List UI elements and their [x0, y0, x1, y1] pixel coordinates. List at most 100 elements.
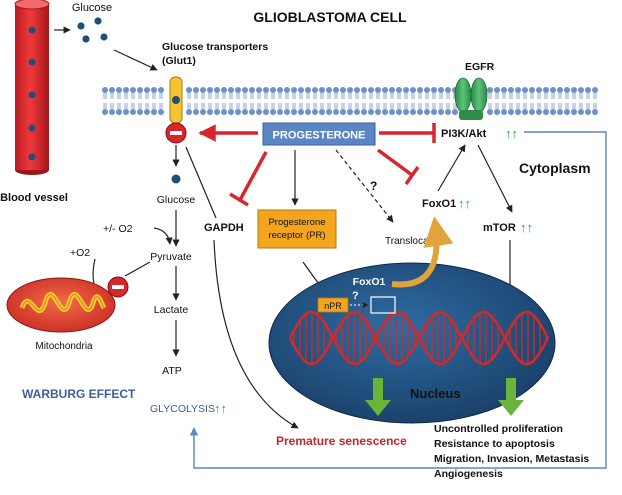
- lipid-head: [550, 87, 556, 93]
- lipid-head: [312, 87, 318, 93]
- lipid-head: [515, 87, 521, 93]
- lipid-head: [263, 109, 269, 115]
- lipid-head: [361, 87, 367, 93]
- lipid-head: [340, 87, 346, 93]
- lipid-head: [284, 109, 290, 115]
- lipid-head: [424, 109, 430, 115]
- progesterone-label: PROGESTERONE: [273, 130, 366, 142]
- lipid-head: [221, 87, 227, 93]
- foxo1-to-pi3k-arrow: [437, 144, 466, 192]
- lipid-head: [438, 87, 444, 93]
- egfr-label: EGFR: [465, 61, 495, 73]
- lipid-head: [214, 109, 220, 115]
- lipid-head: [144, 109, 150, 115]
- lipid-head: [543, 87, 549, 93]
- lipid-head: [207, 87, 213, 93]
- lipid-head: [389, 109, 395, 115]
- lipid-head: [158, 109, 164, 115]
- lipid-head: [494, 87, 500, 93]
- lipid-head: [347, 87, 353, 93]
- lipid-head: [242, 109, 248, 115]
- lipid-head: [515, 109, 521, 115]
- foxo1-inhibition-bar: [404, 165, 420, 186]
- gapdh-label: GAPDH: [204, 222, 244, 234]
- lipid-head: [396, 109, 402, 115]
- lipid-head: [249, 109, 255, 115]
- lipid-head: [417, 109, 423, 115]
- lipid-head: [123, 109, 129, 115]
- lipid-head: [235, 109, 241, 115]
- feedback-loop-arrow: [189, 131, 607, 469]
- lipid-head: [186, 109, 192, 115]
- lipid-head: [193, 109, 199, 115]
- lipid-head: [116, 87, 122, 93]
- foxo1-export-arrow: [391, 216, 454, 288]
- lipid-head: [130, 109, 136, 115]
- lipid-head: [298, 109, 304, 115]
- lipid-head: [186, 87, 192, 93]
- premature-senescence-label: Premature senescence: [276, 434, 407, 448]
- mito-inhibition-icon: [107, 276, 129, 298]
- lipid-head: [417, 87, 423, 93]
- lipid-head: [151, 87, 157, 93]
- translocation-arrow: [335, 149, 394, 223]
- pyruvate-label: Pyruvate: [150, 251, 192, 263]
- lipid-head: [333, 87, 339, 93]
- lipid-head: [109, 87, 115, 93]
- warburg-effect-label: WARBURG EFFECT: [22, 387, 136, 401]
- lipid-head: [214, 87, 220, 93]
- pi3k-up-arrows: ↑↑: [505, 126, 518, 141]
- glycolysis-label: GLYCOLYSIS: [150, 403, 215, 415]
- lipid-head: [501, 87, 507, 93]
- lipid-head: [298, 87, 304, 93]
- lipid-head: [305, 109, 311, 115]
- lipid-head: [445, 109, 451, 115]
- lipid-head: [368, 109, 374, 115]
- lipid-head: [403, 87, 409, 93]
- glut1-label: (Glut1): [162, 55, 196, 67]
- lipid-head: [368, 87, 374, 93]
- outcome-item: Angiogenesis: [434, 468, 503, 480]
- lipid-head: [522, 109, 528, 115]
- lipid-head: [200, 109, 206, 115]
- pyruvate-to-mito-line: [124, 261, 151, 277]
- o2-plus-label: +O2: [70, 247, 90, 259]
- lipid-head: [305, 87, 311, 93]
- lipid-head: [137, 87, 143, 93]
- glut-inhibition-icon: [165, 122, 187, 144]
- glycolysis-up-arrows: ↑↑: [214, 401, 227, 416]
- outcome-item: Resistance to apoptosis: [434, 438, 555, 450]
- lipid-head: [235, 87, 241, 93]
- lipid-head: [438, 109, 444, 115]
- lipid-head: [116, 109, 122, 115]
- lipid-head: [382, 109, 388, 115]
- dna-binding-site: [370, 296, 396, 314]
- lipid-head: [410, 87, 416, 93]
- lipid-head: [207, 109, 213, 115]
- question-mark-1: ?: [370, 179, 377, 193]
- lipid-head: [564, 87, 570, 93]
- o2-curve-arrow: [153, 227, 173, 245]
- glucose-molecule-mid: [171, 174, 181, 184]
- nucleus-output-arrow-right: [498, 378, 524, 416]
- lipid-head: [221, 109, 227, 115]
- lipid-head: [312, 109, 318, 115]
- egfr-receptor: [454, 77, 488, 120]
- nucleus-label: Nucleus: [410, 386, 461, 401]
- lipid-head: [102, 87, 108, 93]
- lipid-head: [256, 87, 262, 93]
- foxo1-cyto-label: FoxO1: [422, 198, 456, 210]
- lipid-head: [340, 109, 346, 115]
- pr-label-line2: receptor (PR): [268, 230, 325, 241]
- glucose-to-transporter-arrow: [113, 49, 158, 71]
- lipid-head: [109, 109, 115, 115]
- progesterone-inhibits-gapdh: [238, 151, 268, 201]
- lipid-head: [529, 87, 535, 93]
- mtor-label: mTOR: [483, 222, 516, 234]
- progesterone-receptor-box: [257, 209, 337, 249]
- lipid-head: [263, 87, 269, 93]
- dna-strand: [288, 310, 550, 366]
- gapdh-to-senescence-arrow: [213, 239, 299, 429]
- lipid-head: [592, 87, 598, 93]
